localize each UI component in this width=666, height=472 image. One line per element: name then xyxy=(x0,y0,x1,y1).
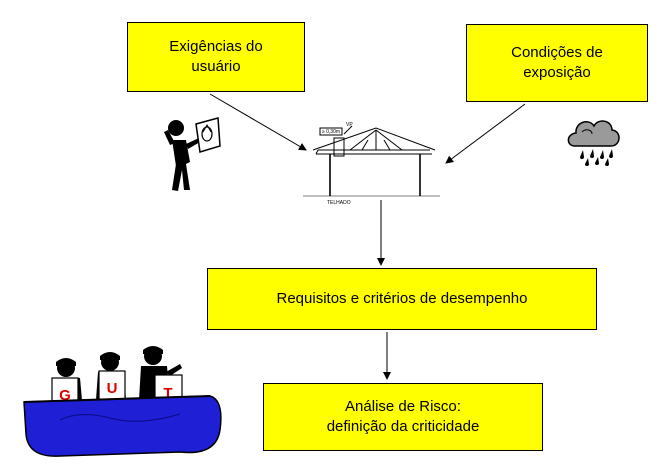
arrow-user-to-house xyxy=(209,93,307,151)
house-label: TELHADO xyxy=(327,200,351,206)
user-requirements-line-2: usuário xyxy=(191,58,241,75)
house-dimension-note: ≥ 0,30m xyxy=(322,129,340,135)
risk-analysis-line-2: definição da criticidade xyxy=(326,418,480,435)
exposure-conditions-box: Condições de exposição xyxy=(466,24,648,102)
risk-analysis-line-1: Análise de Risco: xyxy=(345,398,461,415)
risk-analysis-box: Análise de Risco: definição da criticida… xyxy=(263,383,543,451)
thinking-person-icon xyxy=(164,117,221,191)
exposure-conditions-line-2: exposição xyxy=(523,64,591,81)
user-requirements-box: Exigências do usuário xyxy=(127,22,305,92)
house-roof-icon: TELHADO ≥ 0,30m VP xyxy=(303,122,440,206)
performance-requirements-text: Requisitos e critérios de desempenho xyxy=(276,290,528,307)
exposure-conditions-line-1: Condições de xyxy=(511,44,603,61)
house-marker: VP xyxy=(346,122,353,128)
gut-letter-t: T xyxy=(163,385,172,402)
user-requirements-line-1: Exigências do xyxy=(169,38,263,55)
arrow-exposure-to-house xyxy=(445,103,526,164)
performance-requirements-box: Requisitos e critérios de desempenho xyxy=(207,268,597,330)
gut-panel-icon: G U T xyxy=(23,346,222,457)
rain-cloud-icon xyxy=(567,120,620,166)
gut-letter-g: G xyxy=(59,387,71,404)
gut-letter-u: U xyxy=(107,380,118,397)
